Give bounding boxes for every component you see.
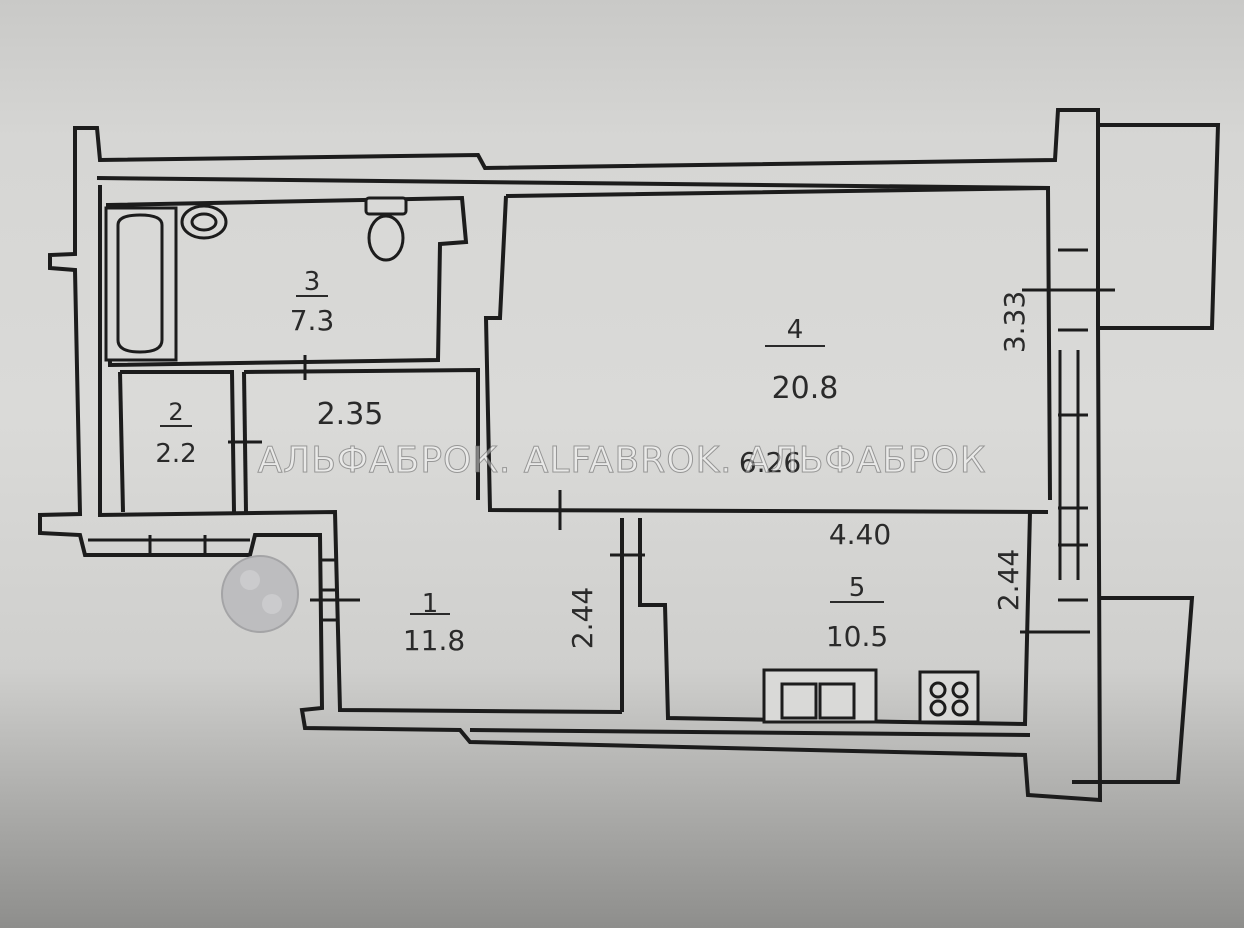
room-number: 2 xyxy=(168,398,183,426)
kitchen-walls xyxy=(620,511,1032,727)
dim-kitchen-length: 4.40 xyxy=(829,518,891,551)
exterior-walls xyxy=(38,108,1103,803)
window-segments xyxy=(88,535,338,622)
dimension-ticks xyxy=(228,288,1115,634)
room-area: 2.2 xyxy=(155,439,196,469)
bathtub-icon xyxy=(104,206,178,362)
room-area: 10.5 xyxy=(826,620,888,653)
dim-hall-depth: 2.44 xyxy=(566,587,599,649)
toilet-room-walls xyxy=(118,367,480,513)
room-label-1: 1 11.8 xyxy=(403,589,465,657)
room-area: 11.8 xyxy=(403,624,465,657)
kitchen-counter-icon xyxy=(762,668,878,724)
dim-room4-depth: 3.33 xyxy=(998,291,1031,353)
room-number: 3 xyxy=(304,267,321,297)
stove-icon xyxy=(918,670,980,724)
room-number: 1 xyxy=(422,589,439,619)
room-label-2: 2 2.2 xyxy=(155,398,196,469)
dim-room4-length: 6.26 xyxy=(739,446,801,479)
dim-kitchen-depth: 2.44 xyxy=(992,549,1025,611)
room-label-5: 5 10.5 xyxy=(826,573,888,653)
room-number: 4 xyxy=(787,315,804,345)
living-room-walls xyxy=(483,185,1052,514)
room-area: 20.8 xyxy=(772,371,839,406)
sink-icon xyxy=(180,204,228,240)
room-area: 7.3 xyxy=(290,304,335,337)
balconies xyxy=(1058,123,1221,784)
dim-hall-width: 2.35 xyxy=(317,397,384,432)
duct-circle-icon xyxy=(221,555,299,633)
room-label-3: 3 7.3 xyxy=(290,267,335,337)
bathroom-walls xyxy=(105,195,469,368)
room-label-4: 4 20.8 xyxy=(765,315,838,406)
room-number: 5 xyxy=(849,573,866,603)
toilet-icon xyxy=(364,196,408,262)
